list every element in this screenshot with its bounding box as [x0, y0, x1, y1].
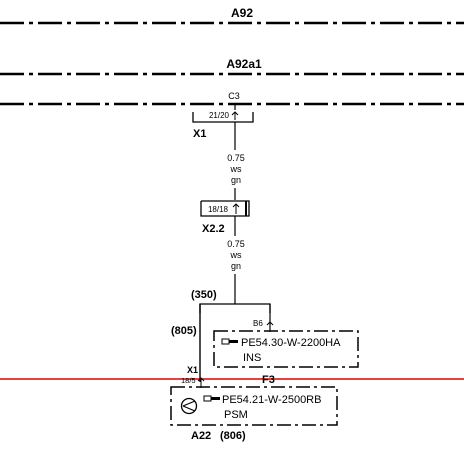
label-x2-2: X2.2 — [202, 223, 225, 235]
component-box-ins — [213, 330, 359, 368]
pin-18-18: 18/18 — [208, 205, 229, 214]
pe2-name: PSM — [224, 409, 248, 421]
pe2-code[interactable]: PE54.21-W-2500RB — [222, 394, 321, 406]
pin-18-5: 18/5 — [181, 376, 196, 385]
wire1-size: 0.75 — [227, 153, 245, 163]
wire1-color1: ws — [230, 164, 242, 174]
wire2-size: 0.75 — [227, 239, 245, 249]
label-x1-bottom: X1 — [187, 365, 198, 375]
label-c3: C3 — [228, 91, 240, 101]
connector-bracket-x1 — [192, 112, 254, 123]
wire2-color2: gn — [231, 261, 241, 271]
label-x1-top: X1 — [193, 128, 206, 140]
connector-box-x2-2 — [200, 200, 250, 217]
junction-bracket-350 — [199, 303, 271, 313]
label-f3: F3 — [262, 374, 275, 386]
wire2-color1: ws — [230, 250, 242, 260]
pin-21-20: 21/20 — [209, 111, 230, 120]
label-a92a1: A92a1 — [226, 57, 262, 71]
pin-arrow-x2-2 — [232, 203, 240, 214]
label-b6: B6 — [253, 319, 263, 328]
label-ref-805: (805) — [171, 325, 197, 337]
wire1-color2: gn — [231, 175, 241, 185]
label-a22: A22 — [191, 430, 211, 442]
label-ref-350: (350) — [191, 289, 217, 301]
book-icon — [221, 338, 238, 345]
component-box-psm — [170, 386, 338, 426]
pe1-name: INS — [243, 352, 261, 364]
circle-arrow-icon — [180, 397, 198, 415]
pin-arrow-c3 — [231, 111, 239, 120]
label-a92: A92 — [231, 6, 253, 20]
label-ref-806: (806) — [220, 430, 246, 442]
pe1-code[interactable]: PE54.30-W-2200HA — [241, 337, 341, 349]
book-icon — [203, 395, 220, 402]
